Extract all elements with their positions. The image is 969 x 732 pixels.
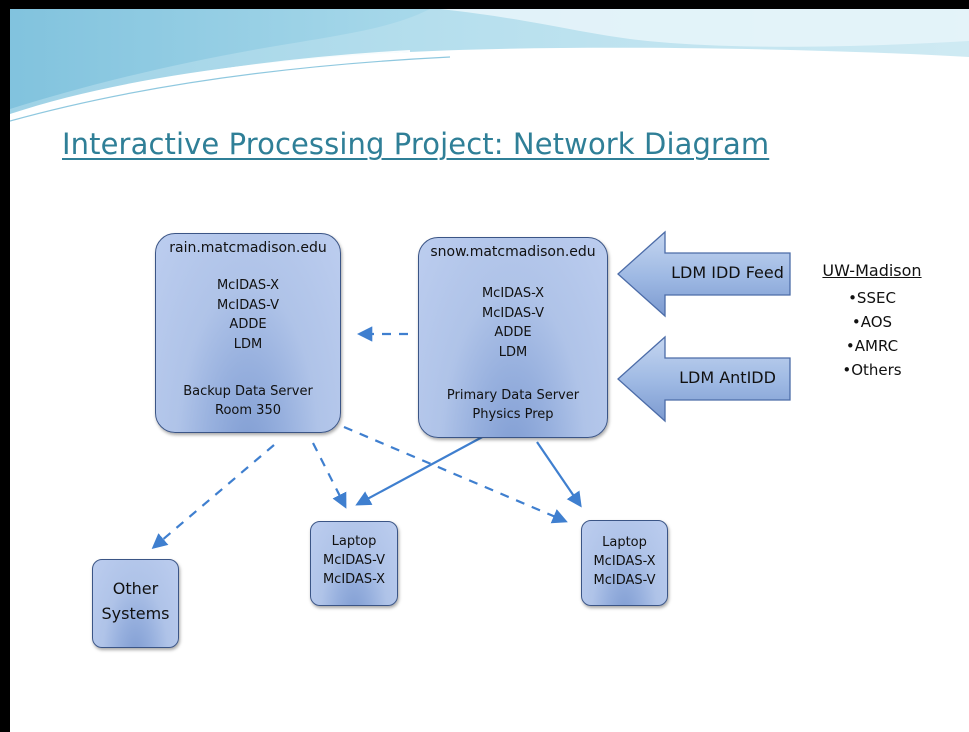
rain-software-item: McIDAS-V (217, 297, 279, 313)
laptop2-line: Laptop (602, 535, 647, 550)
snow-software-item: ADDE (494, 325, 532, 340)
snow-software-item: McIDAS-X (481, 286, 545, 301)
rain-software-item: LDM (233, 336, 263, 352)
ldm-idd-feed-label: LDM IDD Feed (671, 263, 784, 282)
slide: Interactive Processing Project: Network … (10, 9, 969, 732)
laptop2-line: McIDAS-X (593, 554, 656, 569)
laptop2-line: McIDAS-V (593, 573, 656, 588)
snow-role: Primary Data Server (446, 388, 580, 403)
uw-madison-source-list: UW-Madison •SSEC •AOS •AMRC •Others (810, 261, 934, 382)
rain-to-other-systems-connector (151, 444, 275, 549)
laptop2-node: Laptop McIDAS-X McIDAS-V (581, 520, 668, 606)
rain-software-item: McIDAS-X (216, 278, 280, 293)
other-systems-line: Systems (101, 604, 170, 623)
ldm-antidd-arrow (617, 335, 791, 423)
rain-role: Backup Data Server (183, 384, 313, 399)
laptop1-line: McIDAS-V (323, 553, 385, 568)
header-wave-decoration (10, 9, 969, 122)
rain-to-laptop2-connector (343, 425, 568, 524)
rain-to-laptop1-connector (312, 442, 347, 509)
other-systems-line: Other (112, 579, 159, 598)
snow-to-laptop2-connector (536, 441, 582, 508)
source-item: •SSEC (848, 289, 896, 307)
ldm-idd-feed-arrow (617, 230, 791, 318)
snow-location: Physics Prep (472, 407, 554, 422)
snow-software-item: LDM (498, 344, 528, 360)
other-systems-node: Other Systems (92, 559, 179, 648)
connectors-layer (151, 230, 791, 549)
ldm-antidd-label: LDM AntIDD (679, 368, 776, 387)
rain-hostname: rain.matcmadison.edu (169, 240, 327, 256)
snow-to-laptop1-connector (355, 434, 487, 506)
rain-software-item: ADDE (229, 317, 267, 332)
snow-hostname: snow.matcmadison.edu (430, 244, 596, 260)
source-item: •AOS (851, 313, 893, 331)
snow-software-item: McIDAS-V (482, 305, 544, 321)
laptop1-line: McIDAS-X (322, 572, 386, 587)
laptop1-node: Laptop McIDAS-V McIDAS-X (310, 521, 398, 606)
snow-server-node: snow.matcmadison.edu McIDAS-X McIDAS-V A… (418, 237, 608, 438)
source-item: •AMRC (845, 337, 899, 355)
rain-server-node: rain.matcmadison.edu McIDAS-X McIDAS-V A… (155, 233, 341, 433)
source-heading: UW-Madison (822, 261, 922, 280)
laptop1-line: Laptop (331, 534, 377, 549)
source-item: •Others (842, 361, 902, 379)
rain-location: Room 350 (215, 403, 281, 418)
slide-title: Interactive Processing Project: Network … (62, 127, 770, 161)
